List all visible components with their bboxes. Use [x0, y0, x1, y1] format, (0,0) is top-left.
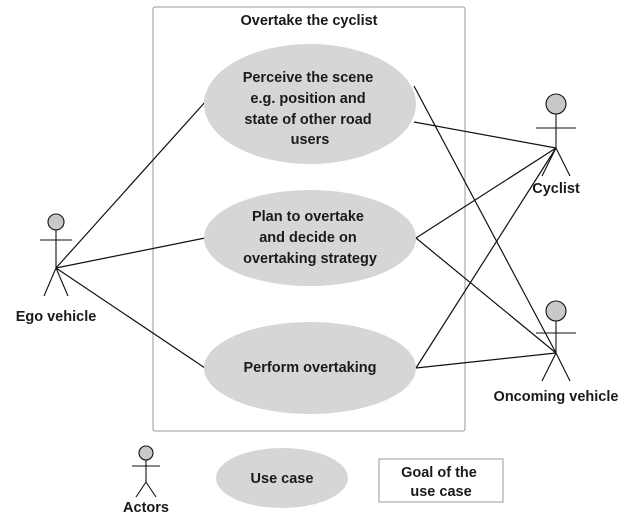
assoc-perceive-oncoming: [413, 85, 557, 354]
assoc-ego-perform: [55, 267, 206, 369]
system-title: Overtake the cyclist: [240, 13, 377, 29]
actor-label-ego: Ego vehicle: [16, 309, 97, 325]
actor-head: [545, 93, 567, 115]
legend-actor-icon: [132, 445, 160, 498]
assoc-perceive-cyclist: [413, 121, 557, 149]
use-case-ellipse: [204, 44, 416, 164]
use-case-ellipse: [204, 190, 416, 286]
legend-goal-label: Goal of the use case: [401, 465, 481, 500]
legend-goal-box: [378, 458, 504, 503]
use-case-label: Plan to overtake and decide on overtakin…: [243, 209, 377, 267]
use-case-ellipse: [204, 322, 416, 414]
use-case-perform: Perform overtaking: [204, 322, 416, 414]
actor-label-cyclist: Cyclist: [532, 181, 580, 197]
legend-actors-label: Actors: [123, 500, 169, 516]
actor-head: [47, 213, 65, 231]
legend-use-case-label: Use case: [251, 471, 314, 487]
assoc-ego-perceive: [55, 100, 207, 269]
actor-cyclist: [536, 93, 576, 177]
assoc-ego-plan: [55, 237, 206, 269]
use-case-label: Perform overtaking: [244, 360, 377, 376]
assoc-plan-oncoming: [415, 237, 557, 354]
legend-use-case-ellipse: [216, 448, 348, 508]
assoc-perform-oncoming: [415, 352, 557, 369]
actor-oncoming-vehicle: [536, 300, 576, 382]
legend: Actors Use case Goal of the use case: [123, 445, 504, 516]
actor-head: [545, 300, 567, 322]
assoc-plan-cyclist: [415, 147, 557, 239]
system-boundary: [152, 6, 466, 432]
use-case-plan: Plan to overtake and decide on overtakin…: [204, 190, 416, 286]
use-case-label: Perceive the scene e.g. position and sta…: [243, 70, 378, 148]
assoc-perform-cyclist: [415, 147, 557, 369]
associations: [55, 85, 557, 369]
use-case-perceive: Perceive the scene e.g. position and sta…: [204, 44, 416, 164]
actor-ego-vehicle: [40, 213, 72, 297]
actor-label-oncoming: Oncoming vehicle: [494, 389, 619, 405]
